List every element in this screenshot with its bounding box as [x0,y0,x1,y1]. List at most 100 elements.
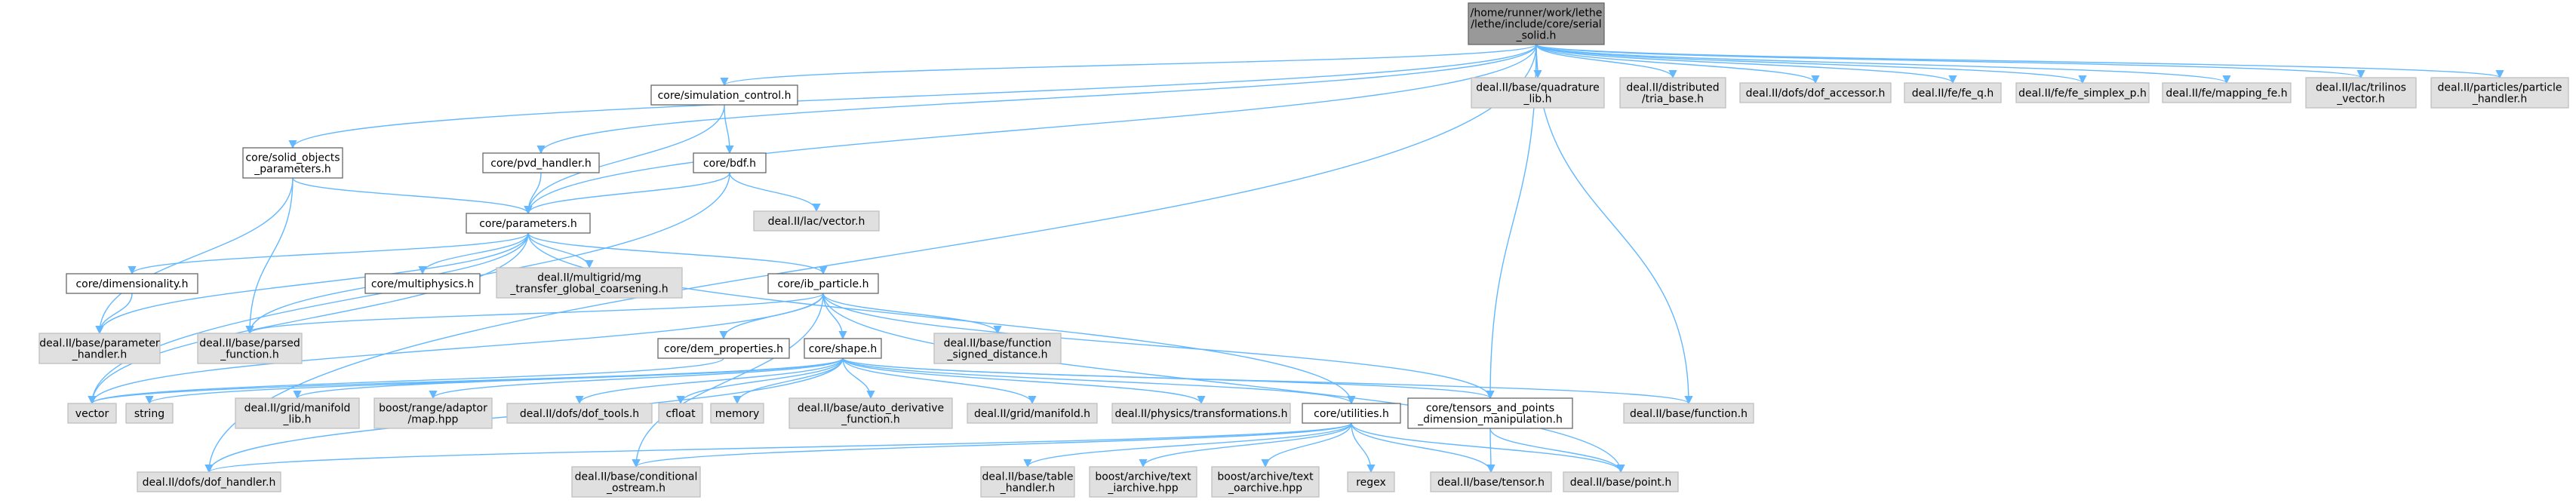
node-label-line: deal.II/base/function.h [1630,408,1748,420]
edge-root-to-dof_handler [204,44,1537,474]
node-label-line: boost/archive/text [1095,471,1191,483]
node-multiphysics[interactable]: core/multiphysics.h [364,273,481,294]
node-dof-accessor: deal.II/dofs/dof_accessor.h [1739,82,1892,103]
node-box [658,403,703,424]
edge-shape-to-boost_map [429,357,844,400]
edge-root-to-fe_simplex [1535,44,2087,84]
node-label-line: deal.II/fe/fe_q.h [1912,87,1993,100]
node-memory: memory [710,403,764,424]
node-label-line: core/ib_particle.h [778,278,869,290]
node-label-line: deal.II/grid/manifold [244,403,351,415]
edge-parameters-to-parameter_handler [95,232,529,335]
node-box [571,466,701,498]
edge-shape-to-manifold_lib [293,357,844,400]
edges-layer [88,44,2504,474]
edge-shape-to-grid_manifold [842,357,1037,405]
edge-simulation_control-to-bdf [724,104,734,155]
node-grid-manifold: deal.II/grid/manifold.h [967,403,1098,424]
node-label-line: _lib.h [1523,94,1552,106]
node-utilities[interactable]: core/utilities.h [1302,403,1401,424]
node-dof-handler: deal.II/dofs/dof_handler.h [137,471,281,492]
node-label-line: _function.h [841,414,900,426]
node-box [1471,77,1605,109]
edge-root-to-base_function [1535,44,1693,405]
node-manifold-lib: deal.II/grid/manifold_lib.h [235,397,360,429]
node-dimensionality[interactable]: core/dimensionality.h [66,273,198,294]
node-quadrature-lib: deal.II/base/quadrature_lib.h [1471,77,1605,109]
edge-bdf-to-fe_vector [729,172,821,213]
node-label-line: deal.II/base/auto_derivative [798,403,944,415]
edge-utilities-to-conditional_ostream [632,422,1352,468]
node-label-line: core/bdf.h [703,158,756,170]
node-label-line: _iarchive.hpp [1107,483,1178,495]
node-dem-properties[interactable]: core/dem_properties.h [657,338,790,359]
node-text-oarchive: boost/archive/text_oarchive.hpp [1211,466,1320,498]
edge-shape-to-transformations [842,357,1206,405]
edge-root-to-parameters [524,44,1537,215]
edge-root-to-tensors_points [1486,44,1537,400]
node-label-line: deal.II/base/table [982,471,1074,483]
node-label-line: _ostream.h [606,483,666,495]
node-root[interactable]: /home/runner/work/lethe/lethe/include/co… [1468,2,1605,45]
edge-simulation_control-to-parameters [524,104,725,215]
node-label-line: deal.II/multigrid/mg [537,272,641,284]
node-box [466,213,591,234]
edge-ib_particle-to-shape [822,293,847,340]
node-ib-particle[interactable]: core/ib_particle.h [767,273,879,294]
edge-utilities-to-regex [1351,422,1376,474]
edge-utilities-to-text_iarchive [1139,422,1352,468]
edge-ib_particle-to-function_signed [822,293,1002,335]
node-label-line: core/dimensionality.h [75,278,188,290]
node-box [1111,403,1291,424]
edge-parameters-to-utilities [527,232,1356,405]
edge-shape-to-memory [733,357,844,405]
node-box [933,333,1062,364]
node-simulation-control[interactable]: core/simulation_control.h [650,84,798,106]
edge-root-to-trilinos_vector [1535,44,2365,79]
node-parameters[interactable]: core/parameters.h [466,213,591,234]
node-label-line: _oarchive.hpp [1228,483,1302,495]
node-box [1430,471,1552,492]
node-label-line: _signed_distance.h [946,349,1047,361]
edge-dem_properties-to-vector [88,357,724,405]
node-bdf[interactable]: core/bdf.h [693,152,767,173]
node-box [364,273,481,294]
node-label-line: deal.II/particles/particle [2437,82,2562,94]
node-label-line: _handler.h [72,349,128,361]
node-shape[interactable]: core/shape.h [804,338,882,359]
node-box [710,403,764,424]
node-label-line: core/utilities.h [1314,408,1389,420]
node-box [650,84,798,106]
node-solid-objects[interactable]: core/solid_objects_parameters.h [242,147,343,179]
edge-root-to-pvd_handler [536,44,1537,155]
node-box [980,466,1075,498]
node-box [242,147,343,179]
node-label-line: string [134,408,164,420]
edge-ib_particle-to-parsed_function [245,293,824,335]
node-box [657,338,790,359]
node-trilinos-vector: deal.II/lac/trilinos_vector.h [2305,77,2417,109]
node-box [373,397,493,429]
node-pvd-handler[interactable]: core/pvd_handler.h [482,152,600,173]
node-vector: vector [67,403,117,424]
node-label-line: deal.II/distributed [1626,82,1719,94]
node-tensors-points[interactable]: core/tensors_and_points_dimension_manipu… [1407,397,1573,429]
edge-root-to-dof_accessor [1535,44,1820,84]
node-label-line: deal.II/base/quadrature [1476,82,1599,94]
node-mg-transfer: deal.II/multigrid/mg_transfer_global_coa… [496,267,683,299]
node-label-line: boost/archive/text [1217,471,1314,483]
node-string: string [125,403,174,424]
node-label-line: deal.II/base/parsed [199,338,300,350]
node-table-handler: deal.II/base/table_handler.h [980,466,1075,498]
node-fe-vector: deal.II/lac/vector.h [753,210,880,232]
edge-utilities-to-base_point [1351,422,1625,474]
node-label-line: deal.II/dofs/dof_accessor.h [1746,87,1886,100]
edge-parameters-to-mg_transfer [527,232,594,269]
node-box [1563,471,1679,492]
node-label-line: deal.II/base/point.h [1570,477,1672,489]
node-box [693,152,767,173]
node-label-line: core/dem_properties.h [664,343,783,355]
node-box [66,273,198,294]
node-label-line: deal.II/fe/fe_simplex_p.h [2018,87,2147,100]
node-label-line: _solid.h [1516,30,1557,42]
